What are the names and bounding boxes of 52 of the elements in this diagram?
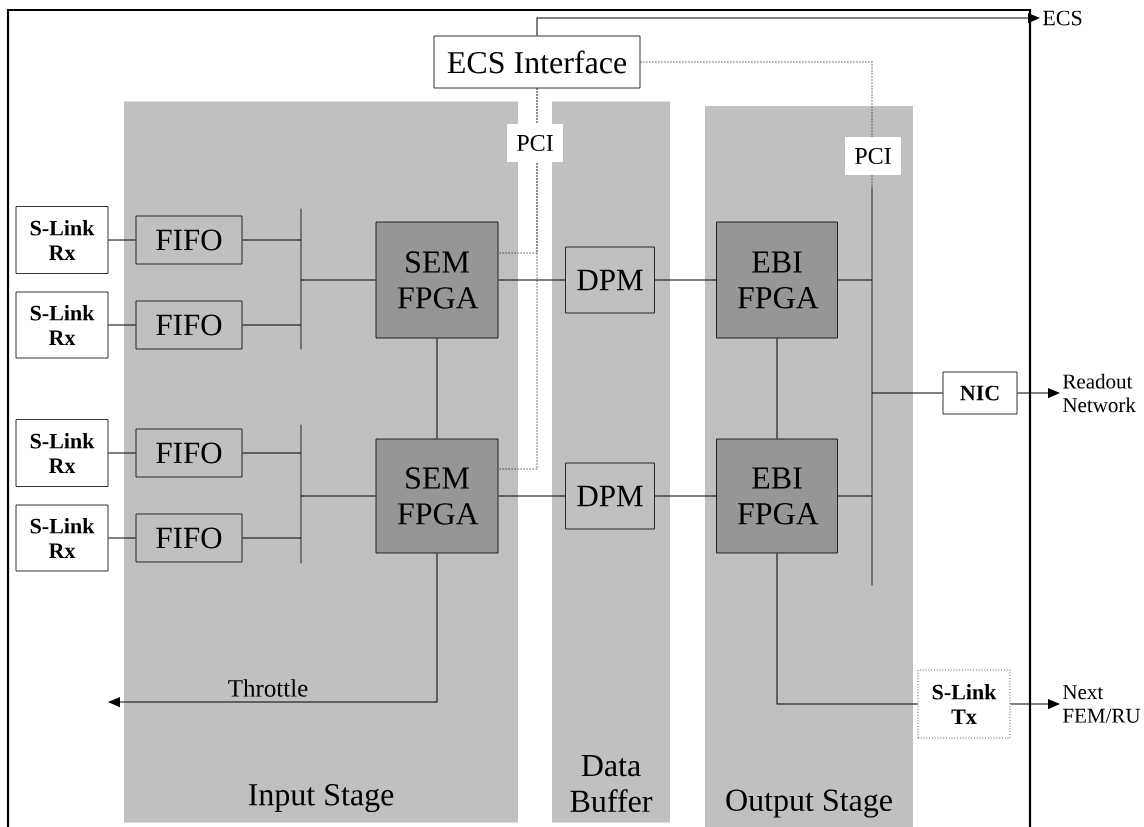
connector	[241, 324, 302, 326]
memory-box: DPM	[565, 462, 655, 530]
connector	[654, 279, 717, 281]
connector	[871, 392, 944, 394]
connector	[776, 337, 778, 440]
connector	[837, 495, 873, 497]
port-label: Readout Network	[1063, 373, 1136, 413]
connector	[107, 537, 137, 539]
receiver-box: S-Link Rx	[15, 291, 109, 359]
fpga-box: SEM FPGA	[375, 221, 499, 339]
connector	[241, 537, 302, 539]
edge-label: Throttle	[225, 677, 311, 699]
connector	[497, 495, 566, 497]
connector	[300, 495, 377, 497]
receiver-box: S-Link Rx	[15, 504, 109, 572]
memory-box: DPM	[565, 246, 655, 314]
connector	[776, 552, 919, 705]
bus-line	[871, 186, 873, 586]
bus-line	[300, 424, 302, 564]
edge-label: PCI	[507, 124, 563, 162]
connector	[107, 452, 137, 454]
fifo-box: FIFO	[135, 300, 243, 350]
bus-line	[300, 208, 302, 350]
arrow	[536, 13, 1040, 37]
edge-label: PCI	[845, 137, 901, 175]
arrow	[108, 552, 438, 707]
fpga-box: EBI FPGA	[716, 438, 838, 554]
arrow	[1009, 699, 1060, 709]
connector	[241, 452, 302, 454]
interface-box: ECS Interface	[433, 35, 641, 89]
connector	[107, 324, 137, 326]
connector	[241, 239, 302, 241]
connector	[837, 279, 873, 281]
connector	[300, 279, 377, 281]
fpga-box: SEM FPGA	[375, 438, 499, 554]
connector	[436, 337, 438, 440]
fifo-box: FIFO	[135, 215, 243, 265]
receiver-box: S-Link Rx	[15, 419, 109, 487]
connector	[497, 279, 566, 281]
nic-box: NIC	[942, 371, 1018, 415]
fpga-box: EBI FPGA	[716, 221, 838, 339]
dotted-line	[639, 61, 873, 188]
transmitter-box: S-Link Tx	[917, 669, 1011, 739]
port-label: ECS	[1043, 10, 1082, 26]
connector	[654, 495, 717, 497]
dotted-line	[497, 87, 538, 470]
connector	[107, 239, 137, 241]
fifo-box: FIFO	[135, 513, 243, 563]
port-label: Next FEM/RU	[1063, 685, 1141, 723]
receiver-box: S-Link Rx	[15, 206, 109, 274]
arrow	[1016, 388, 1060, 398]
fifo-box: FIFO	[135, 428, 243, 478]
